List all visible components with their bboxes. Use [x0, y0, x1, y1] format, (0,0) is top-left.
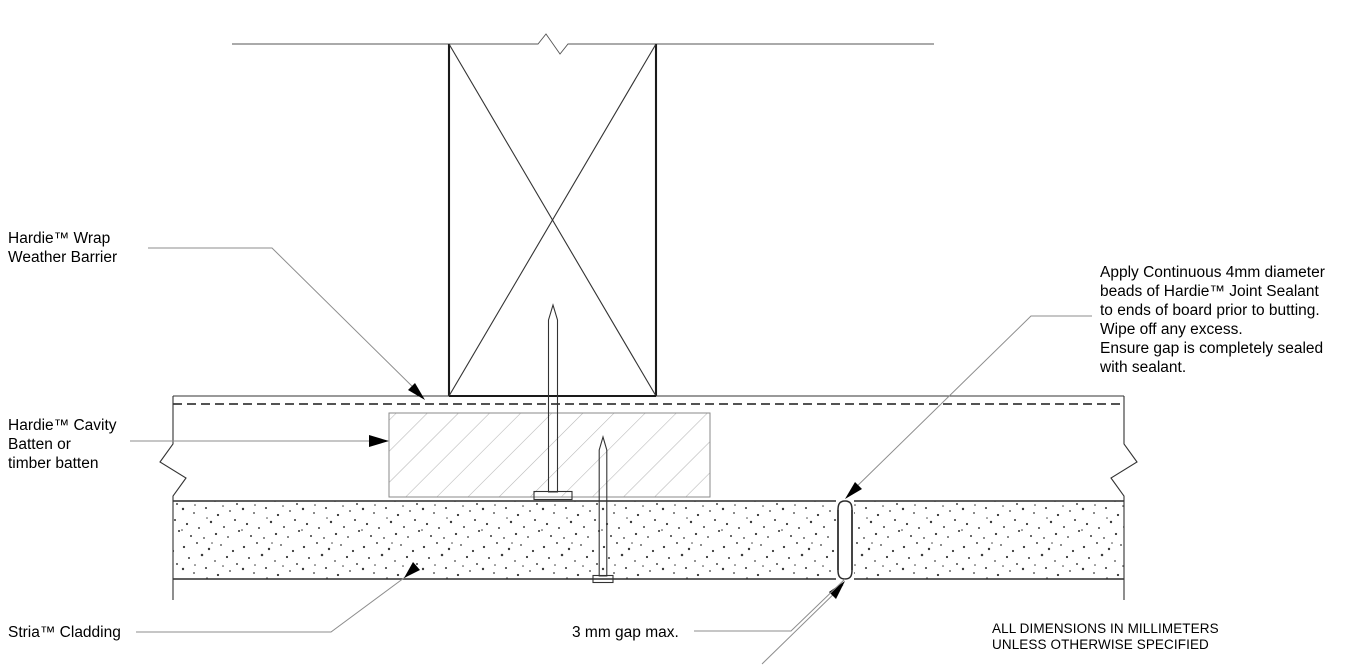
leader-line-gap-dimension	[694, 578, 846, 632]
sealant-joint-group	[836, 499, 854, 581]
cladding-fill	[173, 501, 1124, 579]
break-lines-group	[159, 396, 1138, 600]
short-nail-head	[592, 574, 614, 584]
leader-line-sealant-upper	[847, 315, 1092, 496]
leader-sealant-upper	[845, 315, 1092, 499]
leader-sealant-lower	[761, 581, 845, 665]
units-note-line-2: UNLESS OTHERWISE SPECIFIED	[992, 637, 1209, 652]
stud-diagonal-b	[448, 43, 657, 397]
short-fixing-nail-group	[592, 435, 614, 584]
cavity-batten-line-3: timber batten	[8, 455, 98, 472]
leader-cavity-batten	[130, 435, 389, 447]
stria-cladding-label: Stria™ Cladding	[8, 624, 121, 641]
leader-weather-barrier	[148, 247, 425, 400]
gap-dimension-label: 3 mm gap max.	[572, 624, 679, 641]
leader-arrowhead-stria-cladding	[404, 562, 420, 578]
sealant-note-line-1: Apply Continuous 4mm diameter	[1100, 264, 1325, 281]
leader-line-stria-cladding	[136, 574, 409, 633]
long-nail-shaft	[547, 303, 559, 493]
sealant-note-line-4: Wipe off any excess.	[1100, 321, 1243, 338]
leader-line-weather-barrier	[148, 247, 424, 398]
sheathing-top-line	[232, 33, 934, 55]
timber-stud-group	[447, 43, 658, 397]
leader-arrowhead-sealant-lower	[829, 581, 845, 599]
leader-stria-cladding	[136, 562, 420, 633]
long-nail-head	[533, 490, 573, 501]
leader-line-sealant-lower	[761, 584, 844, 665]
sealant-note-line-5: Ensure gap is completely sealed	[1100, 340, 1323, 357]
units-note-line-1: ALL DIMENSIONS IN MILLIMETERS	[992, 621, 1219, 636]
cavity-batten-section	[388, 412, 711, 498]
sealant-note-line-2: beads of Hardie™ Joint Sealant	[1100, 283, 1320, 300]
label-weather-barrier: Hardie™ Wrap Weather Barrier	[8, 230, 117, 266]
stria-cladding-group	[173, 500, 1124, 580]
label-gap-dimension: 3 mm gap max.	[572, 624, 679, 641]
long-fixing-nail-group	[533, 303, 573, 501]
left-break-line	[159, 396, 187, 600]
weather-barrier-line-2: Weather Barrier	[8, 249, 117, 266]
label-cavity-batten: Hardie™ Cavity Batten or timber batten	[8, 417, 117, 472]
leader-gap-dimension	[694, 578, 846, 632]
leader-arrowhead-weather-barrier	[408, 383, 425, 400]
sheathing-top-line-group	[232, 33, 934, 55]
leader-arrowhead-cavity-batten	[369, 435, 389, 447]
sealant-note-line-3: to ends of board prior to butting.	[1100, 302, 1320, 319]
cavity-batten-line-1: Hardie™ Cavity	[8, 417, 117, 434]
cavity-batten-line-2: Batten or	[8, 436, 71, 453]
short-nail-shaft	[598, 435, 608, 577]
wall-face-group	[173, 394, 1124, 405]
sealant-note-line-6: with sealant.	[1099, 359, 1186, 376]
cavity-batten-group	[388, 412, 711, 498]
label-sealant-note: Apply Continuous 4mm diameter beads of H…	[1099, 264, 1325, 376]
label-stria-cladding: Stria™ Cladding	[8, 624, 121, 641]
right-break-line	[1110, 396, 1138, 600]
weather-barrier-line-1: Hardie™ Wrap	[8, 230, 110, 247]
joint-clear-area	[836, 499, 854, 581]
label-units-note: ALL DIMENSIONS IN MILLIMETERS UNLESS OTH…	[992, 621, 1219, 652]
leader-arrowhead-sealant-upper	[845, 482, 862, 499]
